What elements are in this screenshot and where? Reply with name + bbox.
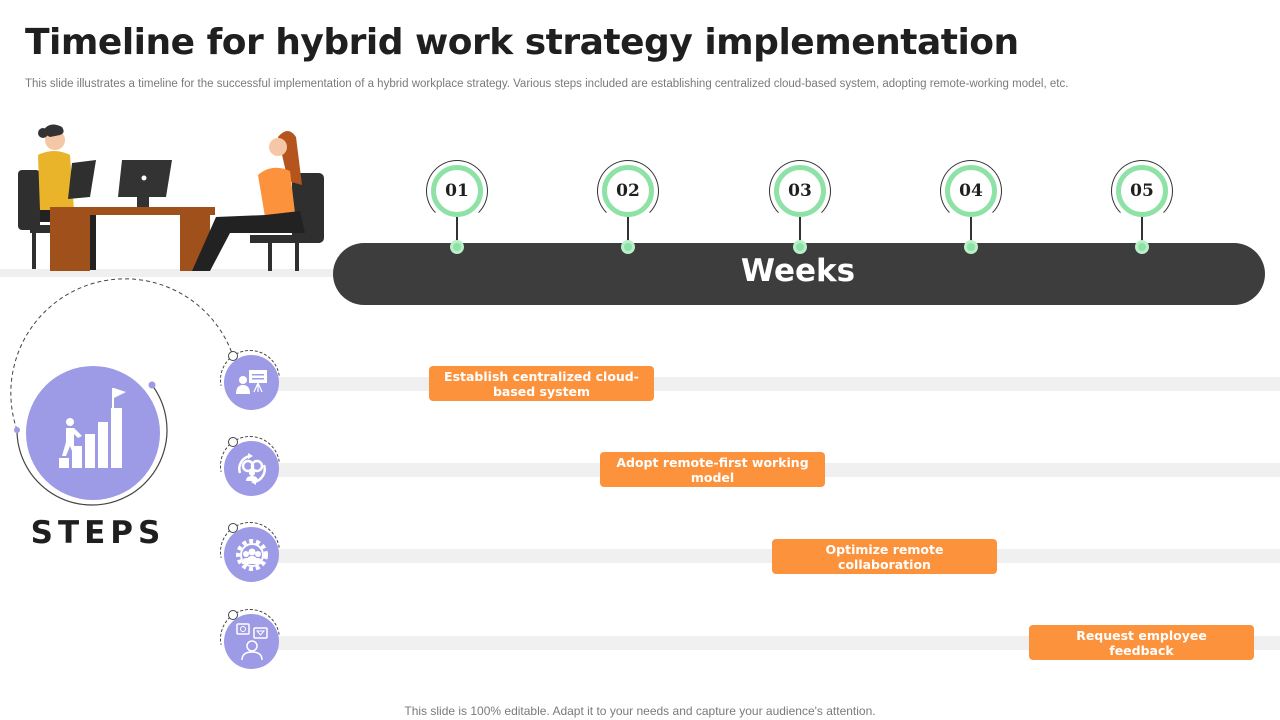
steps-dashed-ring (10, 278, 234, 506)
task-establish-cloud-system: Establish centralized cloud-based system (429, 366, 654, 401)
week-dot (450, 240, 464, 254)
week-number: 02 (602, 165, 654, 217)
stairs-flag-icon (59, 388, 126, 468)
footer-note: This slide is 100% editable. Adapt it to… (404, 704, 876, 718)
weeks-label: Weeks (740, 253, 856, 289)
step-3-icon-badge (220, 522, 282, 584)
step-1-icon-badge (220, 350, 282, 412)
week-marker-01: 01 (424, 158, 494, 254)
office-meeting-illustration (18, 124, 324, 271)
page-subtitle: This slide illustrates a timeline for th… (25, 78, 1069, 90)
week-number: 05 (1116, 165, 1168, 217)
team-gear-icon (235, 538, 268, 571)
task-adopt-remote-first: Adopt remote-first working model (600, 452, 825, 487)
week-marker-05: 05 (1109, 158, 1179, 254)
step-4-icon-badge (220, 609, 282, 671)
week-marker-04: 04 (938, 158, 1008, 254)
week-dot (964, 240, 978, 254)
steps-label: STEPS (30, 515, 166, 551)
task-optimize-collaboration: Optimize remote collaboration (772, 539, 997, 574)
step-2-icon-badge (220, 436, 282, 498)
week-dot (793, 240, 807, 254)
feedback-chat-icon (235, 622, 268, 660)
step-track-4 (275, 636, 1280, 650)
task-request-feedback: Request employee feedback (1029, 625, 1254, 660)
step-track-1 (275, 377, 1280, 391)
steps-disc (26, 366, 160, 500)
week-number: 01 (431, 165, 483, 217)
week-marker-03: 03 (767, 158, 837, 254)
presentation-icon (235, 369, 267, 394)
page-title: Timeline for hybrid work strategy implem… (25, 22, 1019, 63)
week-number: 04 (945, 165, 997, 217)
week-dot (621, 240, 635, 254)
week-marker-02: 02 (595, 158, 665, 254)
week-dot (1135, 240, 1149, 254)
team-gears-cycle-icon (237, 452, 266, 485)
week-number: 03 (774, 165, 826, 217)
floor-line (0, 269, 335, 277)
